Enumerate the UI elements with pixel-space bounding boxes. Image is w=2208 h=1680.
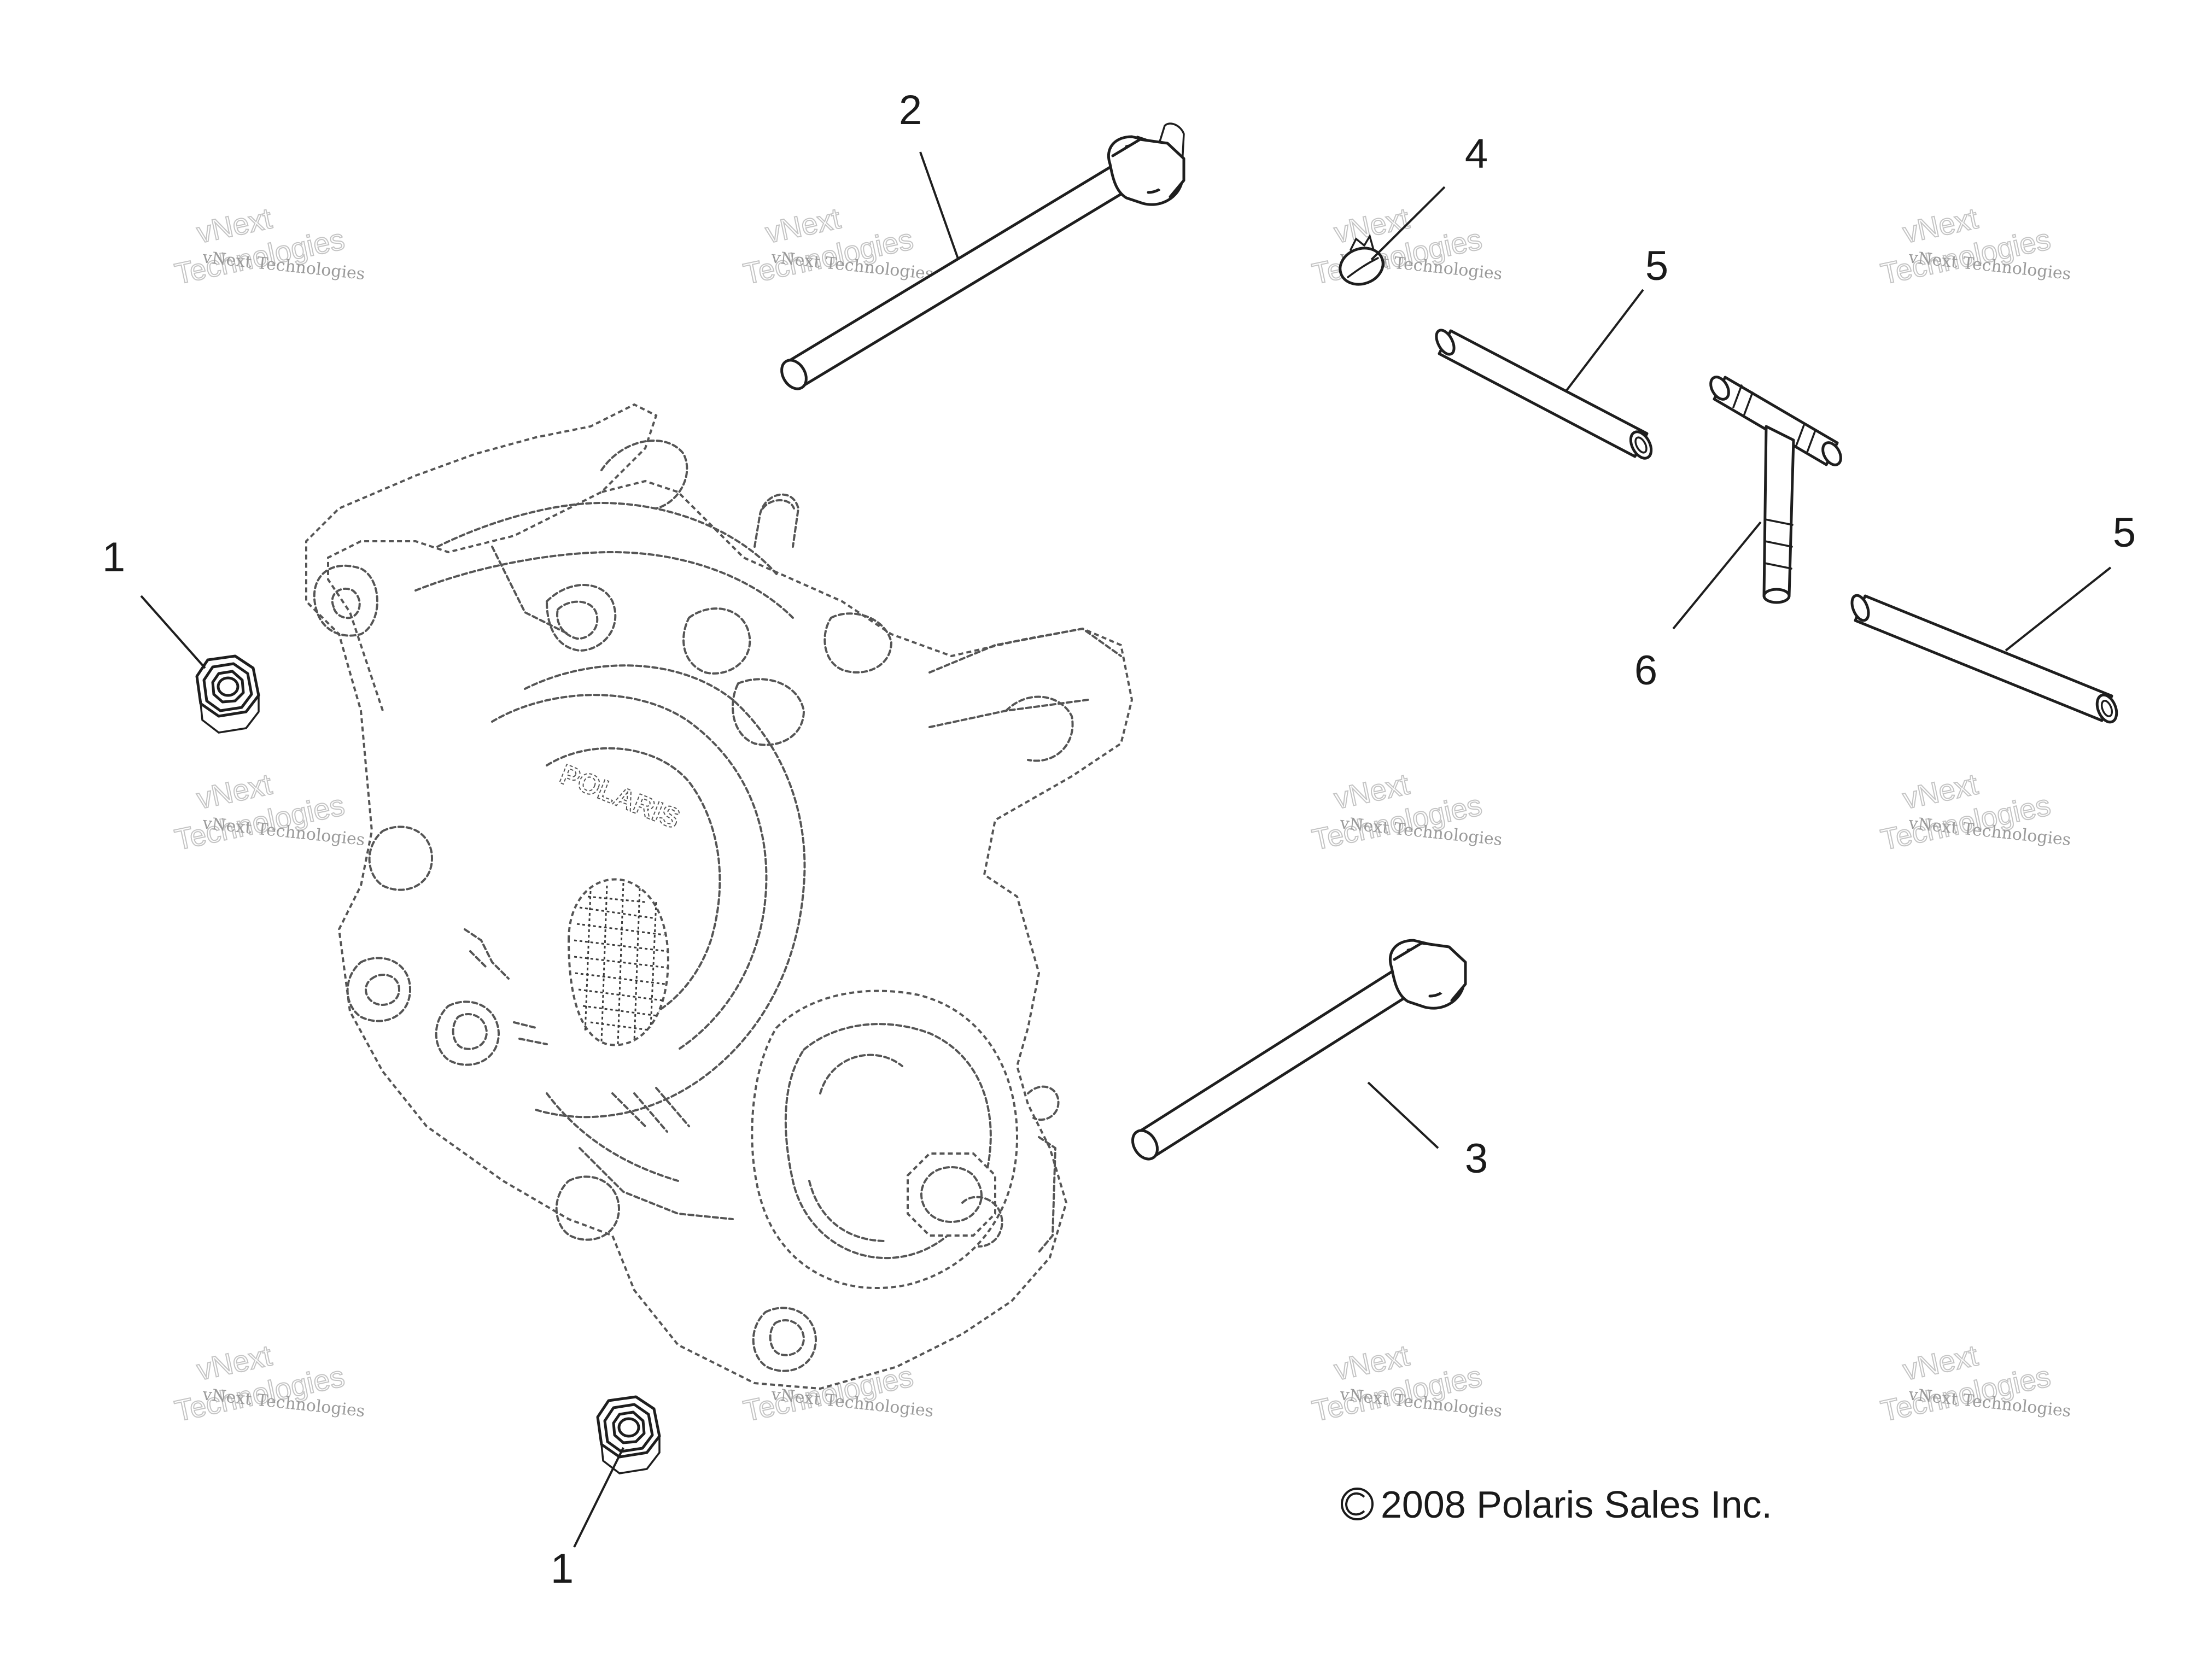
callout-6: 6 <box>1634 647 1657 694</box>
callout-5: 5 <box>2113 510 2136 556</box>
callout-2: 2 <box>899 87 922 133</box>
transmission-housing: POLARIS <box>305 403 1134 1390</box>
copyright-icon-c <box>1345 1492 1365 1516</box>
part-2-bolt <box>780 122 1185 390</box>
copyright-text: 2008 Polaris Sales Inc. <box>1381 1483 1772 1526</box>
callout-1: 1 <box>102 534 125 581</box>
leader-lines <box>140 151 2112 1548</box>
callout-5: 5 <box>1645 243 1668 289</box>
callout-4: 4 <box>1465 131 1488 177</box>
callout-labels: 1 1 2 3 4 5 5 6 <box>102 87 2136 1592</box>
part-5-vent-hose <box>1435 329 1653 460</box>
copyright-notice: 2008 Polaris Sales Inc. <box>1341 1483 1772 1526</box>
part-3-bolt <box>1131 939 1467 1161</box>
bearing-hatch <box>574 882 668 1045</box>
part-5-vent-hose <box>1850 594 2118 724</box>
callout-3: 3 <box>1465 1135 1488 1182</box>
part-6-tee-fitting <box>1709 376 1842 604</box>
part-1-flange-nut <box>596 1395 661 1474</box>
copyright-icon <box>1341 1488 1374 1520</box>
callout-1: 1 <box>551 1546 574 1592</box>
part-1-flange-nut <box>195 654 260 734</box>
part-4-hose-clamp <box>1339 233 1385 286</box>
